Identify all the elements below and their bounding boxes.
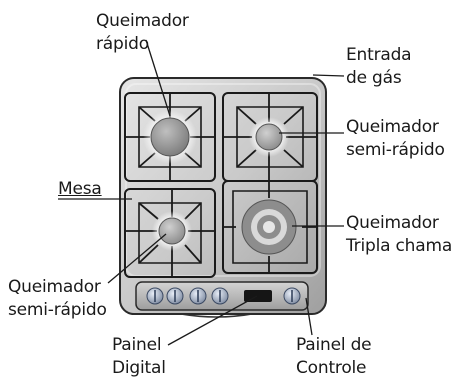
burner-rapido xyxy=(150,117,190,157)
burner-semi-right xyxy=(255,123,283,151)
grate-bottom-right xyxy=(222,180,318,274)
leader-lines xyxy=(58,39,345,346)
label-mesa: Mesa xyxy=(58,179,102,199)
burner-semi-left xyxy=(158,217,186,245)
grate-bottom-left xyxy=(124,188,216,278)
grate-top-left xyxy=(124,92,216,182)
